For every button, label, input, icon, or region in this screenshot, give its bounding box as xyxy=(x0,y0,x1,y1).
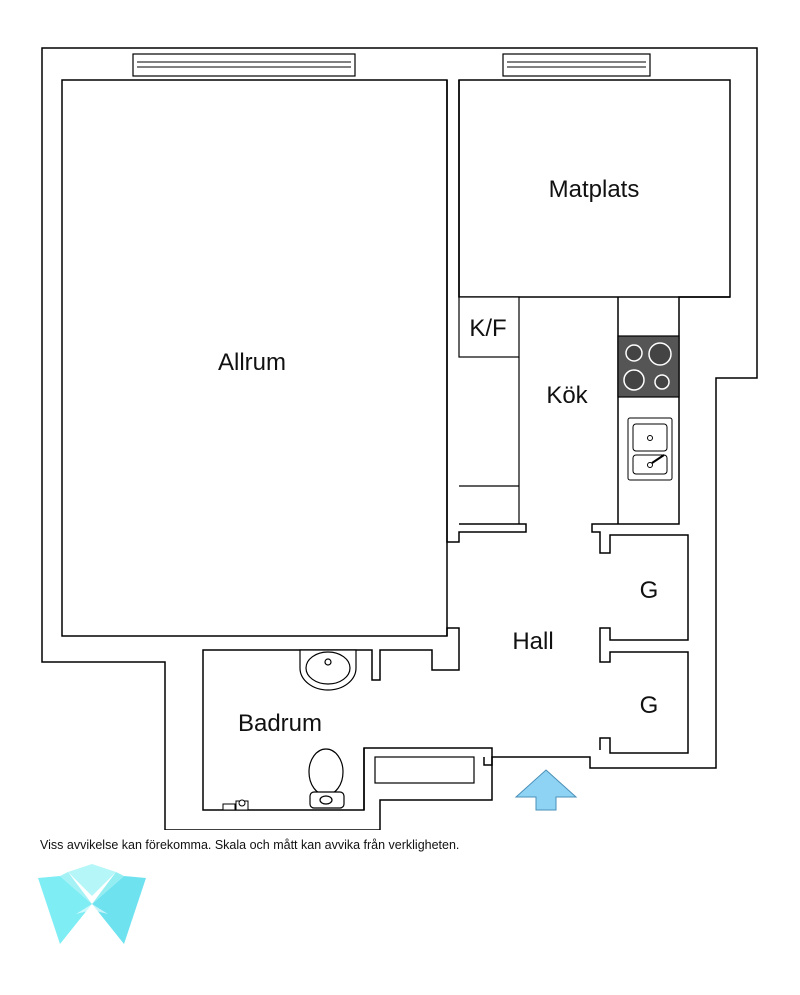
agency-logo-icon xyxy=(38,864,146,944)
window-allrum xyxy=(132,53,356,77)
interior-walls xyxy=(202,80,730,811)
bath-tap-icon xyxy=(222,799,249,811)
room-label-g1: G xyxy=(640,577,659,604)
room-label-matplats: Matplats xyxy=(549,176,640,203)
hall-bench xyxy=(374,756,475,784)
room-label-badrum: Badrum xyxy=(238,710,322,737)
kitchen-counter-left xyxy=(459,357,520,524)
window-matplats xyxy=(502,53,651,77)
entrance-arrow-icon xyxy=(514,769,578,811)
room-label-kok: Kök xyxy=(546,382,588,409)
room-label-hall: Hall xyxy=(512,628,553,655)
room-label-allrum: Allrum xyxy=(218,349,286,376)
room-label-kf: K/F xyxy=(469,315,506,342)
room-label-g2: G xyxy=(640,692,659,719)
floor-plan: Allrum Matplats K/F Kök Hall G G Badrum xyxy=(41,47,758,830)
fridge-freezer xyxy=(458,296,520,358)
disclaimer-text: Viss avvikelse kan förekomma. Skala och … xyxy=(40,838,460,852)
bathroom-sink-icon xyxy=(299,649,357,691)
kitchen-sink-icon xyxy=(627,417,673,481)
toilet-icon xyxy=(308,748,345,809)
stove-icon xyxy=(617,335,680,398)
